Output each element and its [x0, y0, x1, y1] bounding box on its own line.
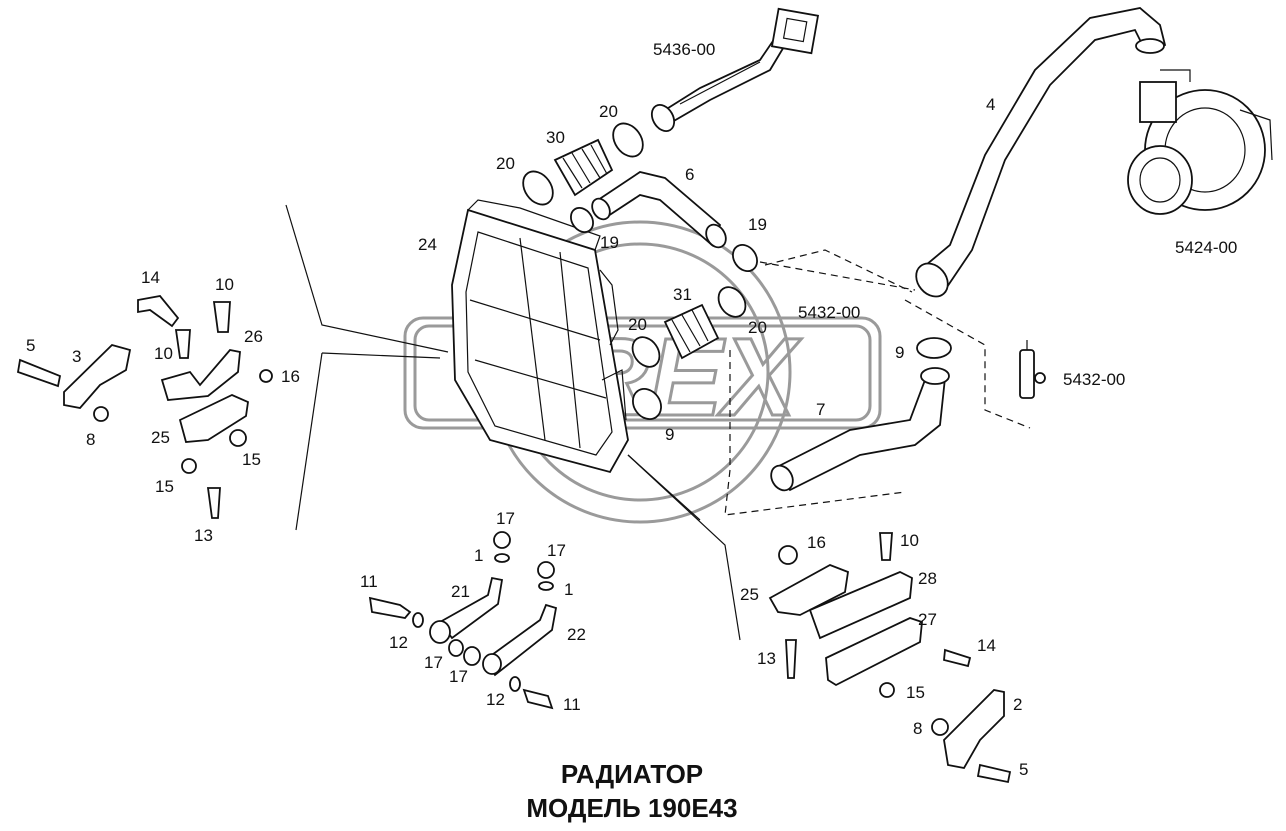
label-8: 8 — [913, 719, 922, 738]
label-13: 13 — [194, 526, 213, 545]
label-24: 24 — [418, 235, 437, 254]
label-26: 26 — [244, 327, 263, 346]
label-17: 17 — [547, 541, 566, 560]
bolt-13-left — [206, 487, 221, 519]
label-11: 11 — [360, 572, 378, 591]
label-9: 9 — [665, 425, 674, 444]
label-20: 20 — [748, 318, 767, 337]
label-12: 12 — [389, 633, 408, 652]
label-15: 15 — [906, 683, 925, 702]
label-20: 20 — [628, 315, 647, 334]
label-7: 7 — [816, 400, 825, 419]
label-22: 22 — [567, 625, 586, 644]
label-14: 14 — [141, 268, 160, 287]
label-1: 1 — [564, 580, 573, 599]
label-28: 28 — [918, 569, 937, 588]
label-5: 5 — [26, 336, 35, 355]
bracket-26 — [160, 349, 241, 401]
label-5424-00: 5424-00 — [1175, 238, 1237, 257]
diagram-title: РАДИАТОР — [561, 759, 703, 789]
label-6: 6 — [685, 165, 694, 184]
label-19: 19 — [600, 233, 619, 252]
label-16: 16 — [281, 367, 300, 386]
label-5: 5 — [1019, 760, 1028, 779]
right-bracket-assembly — [768, 532, 1012, 784]
label-17: 17 — [424, 653, 443, 672]
lower-rod-assembly — [368, 531, 558, 710]
left-bracket-assembly — [16, 295, 273, 519]
bolt-14-left — [137, 295, 180, 328]
label-21: 21 — [451, 582, 470, 601]
label-1: 1 — [474, 546, 483, 565]
label-20: 20 — [496, 154, 515, 173]
bolt-5-left — [16, 358, 62, 388]
label-11: 11 — [563, 695, 581, 714]
label-15: 15 — [155, 477, 174, 496]
label-3: 3 — [72, 347, 81, 366]
label-31: 31 — [673, 285, 692, 304]
turbocharger — [1127, 69, 1273, 215]
watermark-frame — [403, 316, 882, 430]
label-13: 13 — [757, 649, 776, 668]
pipe-6 — [570, 171, 758, 272]
label-17: 17 — [496, 509, 515, 528]
diagram-subtitle: МОДЕЛЬ 190E43 — [526, 793, 737, 823]
label-2: 2 — [1013, 695, 1022, 714]
label-16: 16 — [807, 533, 826, 552]
sensor-5432 — [1019, 340, 1046, 399]
label-10: 10 — [215, 275, 234, 294]
radiator-core — [451, 199, 629, 474]
label-5436-00: 5436-00 — [653, 40, 715, 59]
label-19: 19 — [748, 215, 767, 234]
label-10: 10 — [900, 531, 919, 550]
pipe-4 — [915, 7, 1167, 298]
label-5432-00: 5432-00 — [798, 303, 860, 322]
callout-labels: 5436-00 20 30 20 6 4 19 19 24 5424-00 31… — [26, 40, 1237, 779]
label-4: 4 — [986, 95, 995, 114]
label-27: 27 — [918, 610, 937, 629]
label-14: 14 — [977, 636, 996, 655]
label-10: 10 — [154, 344, 173, 363]
label-25: 25 — [740, 585, 759, 604]
label-15: 15 — [242, 450, 261, 469]
leader-lines — [285, 204, 741, 641]
mount-25-left — [178, 394, 249, 443]
pipe-7 — [770, 337, 952, 492]
dashed-refs — [724, 249, 1031, 516]
hose-31 — [631, 286, 747, 420]
pipe-5436 — [650, 7, 820, 133]
label-25: 25 — [151, 428, 170, 447]
label-9: 9 — [895, 343, 904, 362]
bolt-10-left — [212, 301, 231, 333]
label-5432-00: 5432-00 — [1063, 370, 1125, 389]
label-20: 20 — [599, 102, 618, 121]
label-17: 17 — [449, 667, 468, 686]
label-12: 12 — [486, 690, 505, 709]
hose-30 — [522, 122, 644, 206]
label-8: 8 — [86, 430, 95, 449]
label-30: 30 — [546, 128, 565, 147]
plate-3 — [63, 343, 132, 409]
